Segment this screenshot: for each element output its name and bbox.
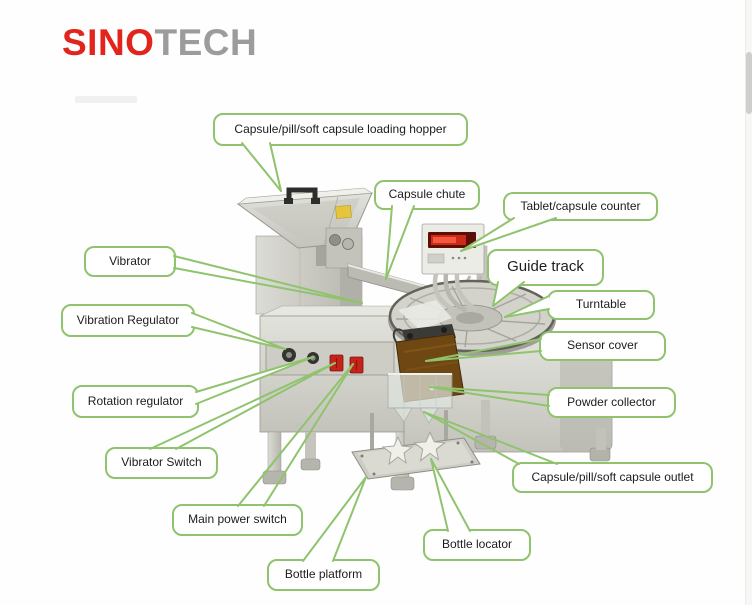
scrollbar-track[interactable]: [745, 0, 752, 605]
rotation-regulator-knob: [307, 352, 319, 364]
label-capsule-chute: Capsule chute: [374, 180, 480, 210]
label-main-power-switch: Main power switch: [172, 504, 303, 536]
label-vibrator-switch: Vibrator Switch: [105, 447, 218, 479]
main-power-switch-illustration: [349, 356, 364, 374]
warning-sticker: [335, 205, 352, 219]
label-loading-hopper: Capsule/pill/soft capsule loading hopper: [213, 113, 468, 146]
control-panel-illustration: [265, 341, 395, 376]
label-bottle-locator: Bottle locator: [423, 529, 531, 561]
label-rotation-regulator: Rotation regulator: [72, 385, 199, 418]
label-vibrator: Vibrator: [84, 246, 176, 277]
vibrator-switch-illustration: [329, 354, 344, 372]
logo-tech: TECH: [154, 22, 258, 63]
label-powder-collector: Powder collector: [547, 387, 676, 418]
label-guide-track: Guide track: [487, 249, 604, 286]
label-bottle-platform: Bottle platform: [267, 559, 380, 591]
logo-sino: SINO: [62, 22, 155, 63]
label-vibration-regulator: Vibration Regulator: [61, 304, 195, 337]
hopper-handle: [284, 187, 320, 204]
logo-reflection: [75, 96, 137, 103]
label-tablet-capsule-counter: Tablet/capsule counter: [503, 192, 658, 221]
scrollbar-thumb[interactable]: [746, 52, 752, 114]
label-turntable: Turntable: [547, 290, 655, 320]
label-capsule-outlet: Capsule/pill/soft capsule outlet: [512, 462, 713, 493]
counter-display-illustration: [421, 223, 485, 275]
vibration-regulator-knob: [282, 348, 296, 362]
label-sensor-cover: Sensor cover: [539, 331, 666, 361]
guide-track-chutes: [432, 273, 478, 313]
sinotech-logo: SINOTECH: [62, 24, 257, 61]
